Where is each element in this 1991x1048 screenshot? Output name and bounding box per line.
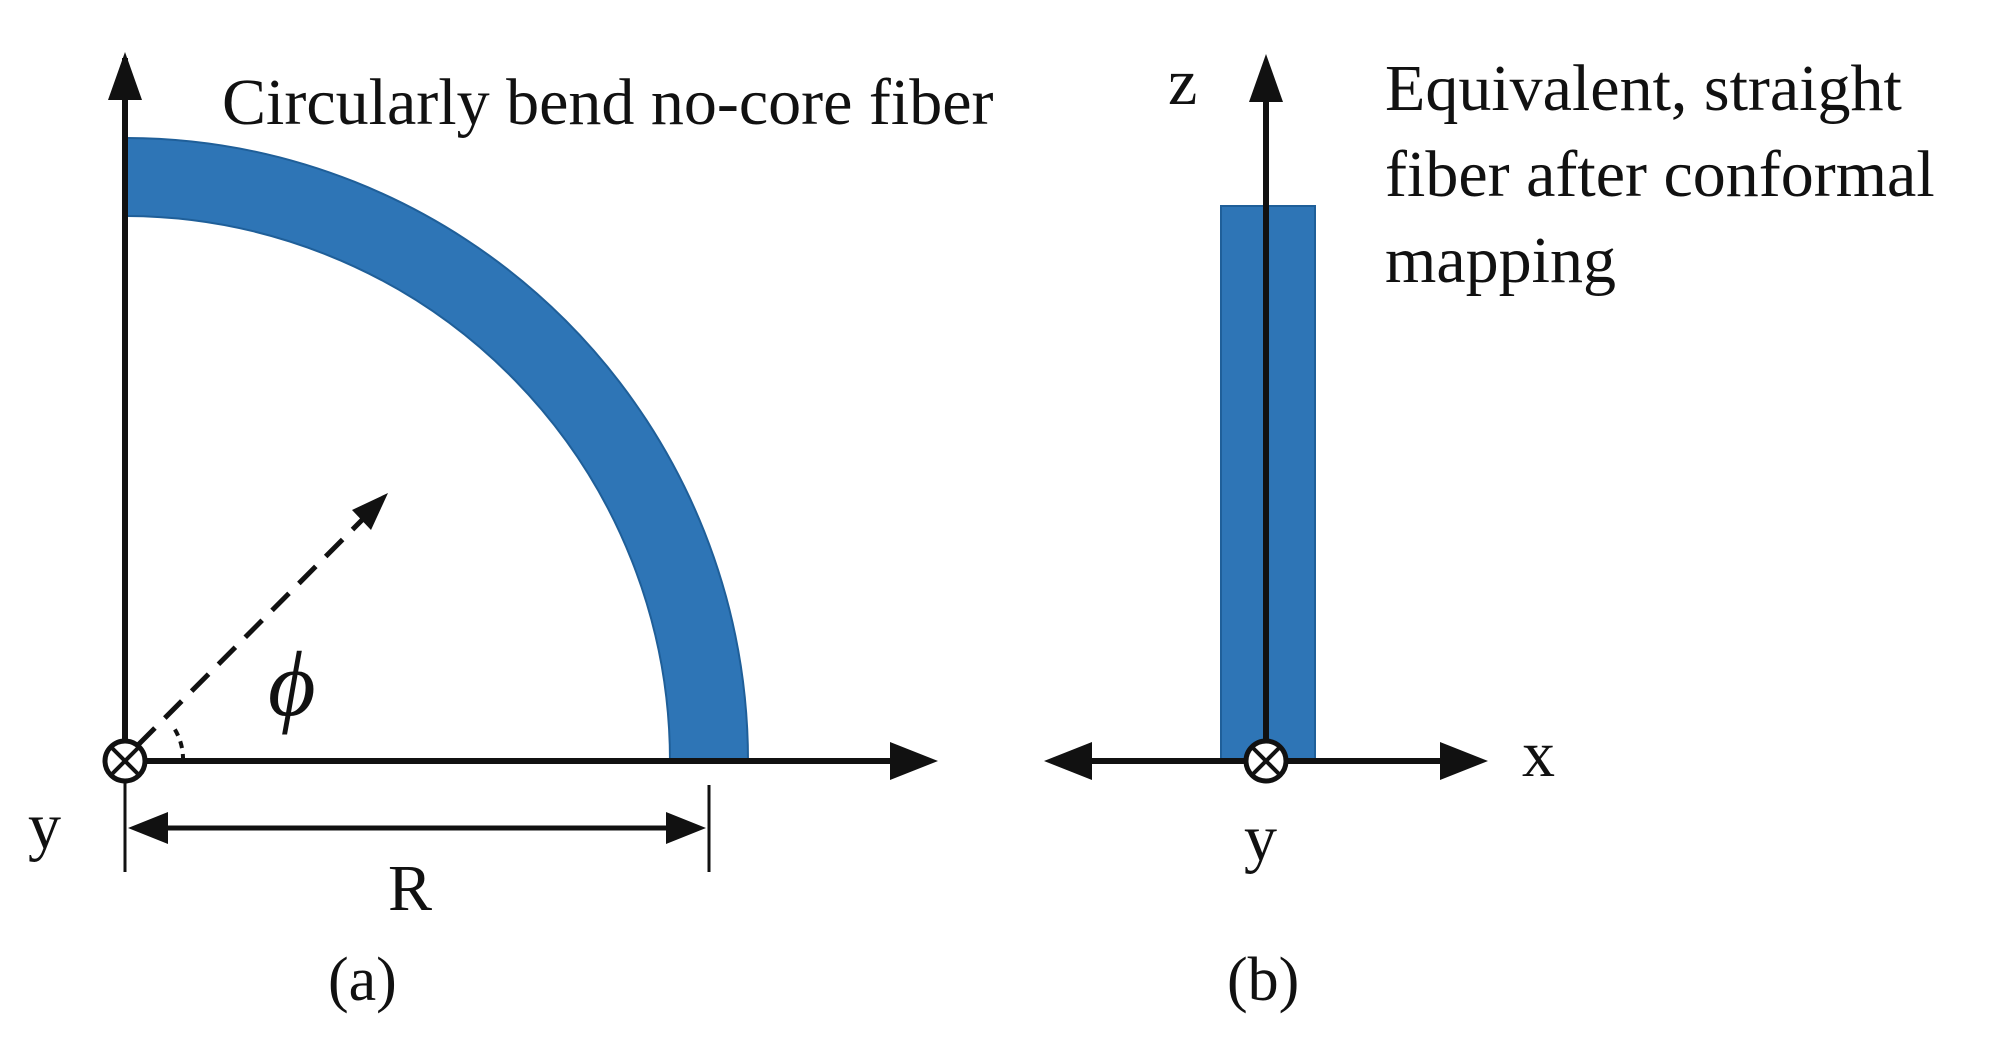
z-axis-arrowhead <box>1249 54 1283 102</box>
panel-b-label: (b) <box>1227 946 1299 1014</box>
panel-b-title-line-3: mapping <box>1385 224 1616 297</box>
horizontal-axis-a-arrowhead <box>890 742 938 780</box>
vertical-axis-a-arrowhead <box>108 52 142 100</box>
radius-label: R <box>388 852 432 925</box>
x-axis-arrowhead-right <box>1440 742 1488 780</box>
circle-cross-icon <box>1243 738 1289 784</box>
radius-direction-dashed <box>136 512 370 747</box>
panel-b-y-label: y <box>1244 802 1277 875</box>
panel-b-title-line-2: fiber after conformal <box>1385 138 1935 211</box>
z-axis-label: z <box>1168 46 1197 119</box>
panel-a-y-label: y <box>28 790 61 863</box>
circle-cross-icon <box>102 738 148 784</box>
x-axis-arrowhead-left <box>1044 742 1092 780</box>
panel-a: Circularly bend no-core fiber y R ϕ (a) <box>28 52 994 1014</box>
panel-a-title: Circularly bend no-core fiber <box>222 66 994 139</box>
radius-dimension-arrow-right <box>666 812 706 844</box>
panel-b: z x y Equivalent, straight fiber after c… <box>1044 46 1935 1014</box>
angle-label: ϕ <box>268 633 316 735</box>
bent-fiber <box>124 136 750 762</box>
radius-direction-arrowhead <box>352 493 388 530</box>
panel-b-title-line-1: Equivalent, straight <box>1385 52 1902 125</box>
angle-arc <box>172 726 186 762</box>
radius-dimension-arrow-left <box>128 812 168 844</box>
panel-a-label: (a) <box>328 946 397 1014</box>
x-axis-label: x <box>1522 718 1555 791</box>
